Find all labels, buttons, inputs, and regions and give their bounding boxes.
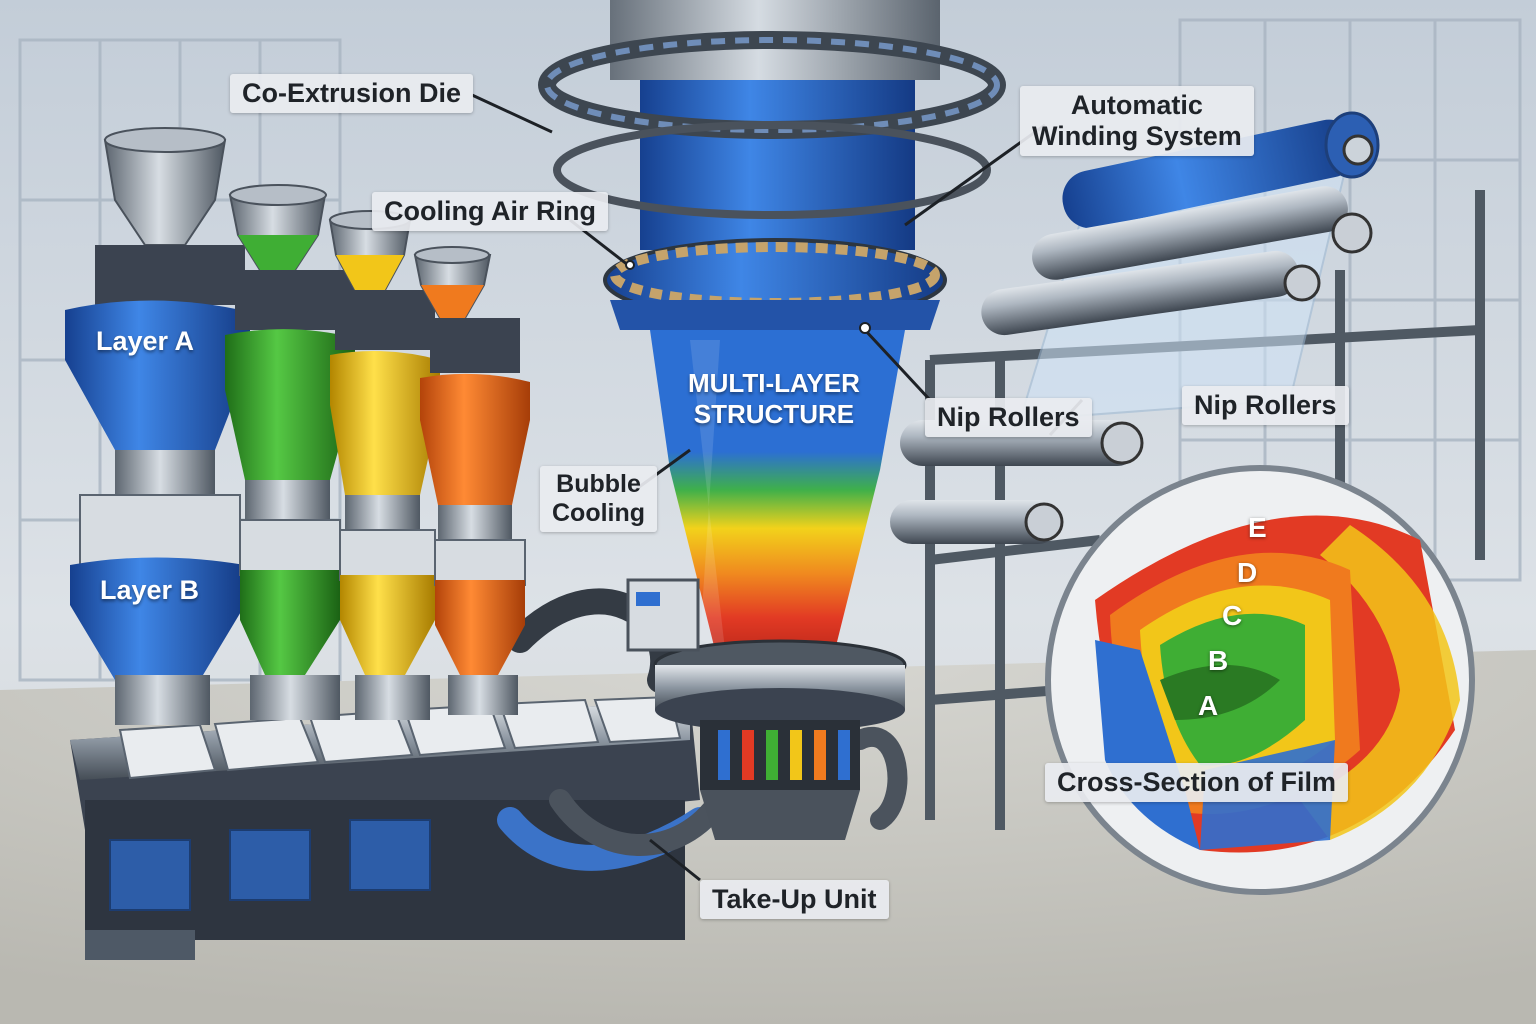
cross-section-layer-a: A: [1198, 690, 1219, 721]
co-extrusion-die-label: Co-Extrusion Die: [230, 74, 474, 114]
take-up-unit-label: Take-Up Unit: [700, 880, 889, 920]
bubble-cooling-label: Bubble Cooling: [540, 466, 658, 532]
cross-section-layer-c: C: [1222, 600, 1243, 631]
layer-b-label: Layer B: [100, 575, 200, 605]
multi-layer-structure-text: MULTI-LAYER STRUCTURE: [688, 368, 860, 430]
cross-section-label: Cross-Section of Film: [1045, 763, 1349, 803]
cross-section-layer-e: E: [1248, 512, 1267, 543]
cooling-air-ring-label: Cooling Air Ring: [372, 192, 608, 232]
layer-a-label: Layer A: [96, 326, 195, 356]
cross-section-layer-d: D: [1237, 557, 1258, 588]
automatic-winding-label: Automatic Winding System: [1020, 86, 1254, 157]
nip-rollers-center-label: Nip Rollers: [925, 398, 1092, 438]
cross-section-layer-b: B: [1208, 645, 1229, 676]
nip-rollers-right-label: Nip Rollers: [1182, 386, 1349, 426]
